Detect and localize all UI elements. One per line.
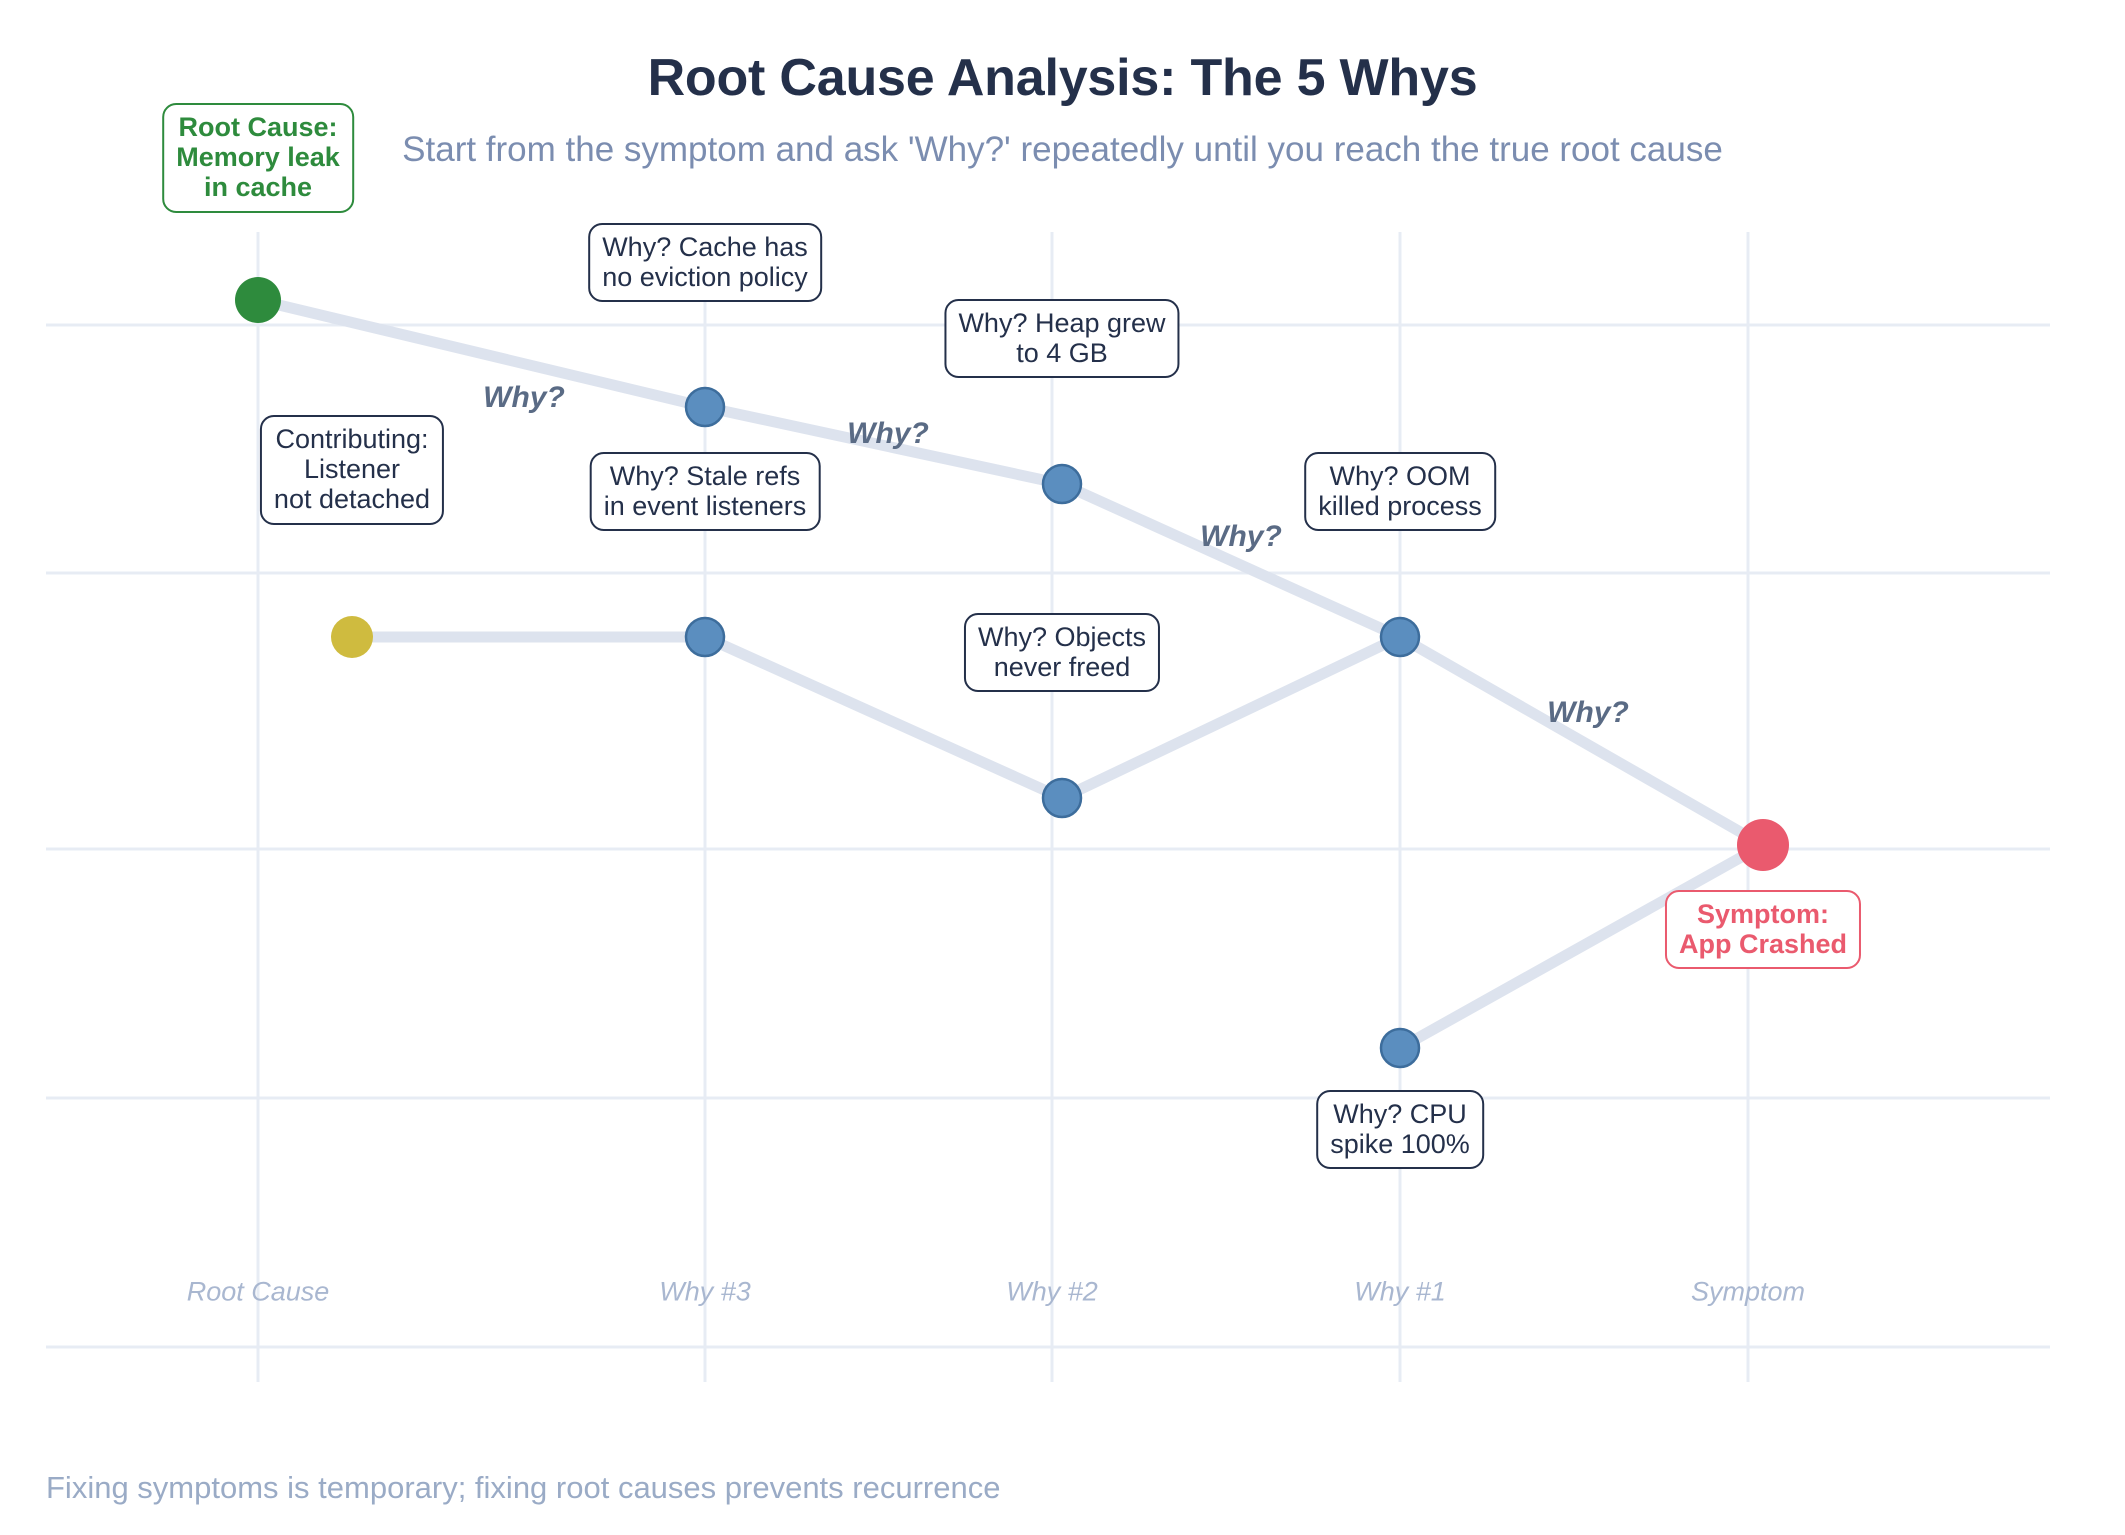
node-circle-contributing[interactable] (331, 616, 373, 658)
node-circles (235, 277, 1789, 1069)
x-axis-tick-symptom: Symptom (1690, 1276, 1806, 1307)
node-label-cpu-spike[interactable]: Why? CPU spike 100% (1316, 1090, 1484, 1170)
edge-oom-killed-to-symptom (1394, 631, 1769, 851)
node-label-root-cause[interactable]: Root Cause: Memory leak in cache (162, 103, 354, 213)
node-label-objects-freed[interactable]: Why? Objects never freed (963, 613, 1161, 693)
page-subtitle: Start from the symptom and ask 'Why?' re… (402, 130, 1723, 169)
node-circle-heap-grew[interactable] (1041, 463, 1083, 505)
edge-lines (252, 294, 1769, 1054)
node-circle-cpu-spike[interactable] (1379, 1027, 1421, 1069)
edge-label-root-cause-to-cache-eviction: Why? (483, 381, 565, 414)
node-circle-cache-eviction[interactable] (684, 386, 726, 428)
node-circle-root-cause[interactable] (235, 277, 281, 323)
edge-cache-eviction-to-heap-grew (699, 401, 1068, 490)
node-label-heap-grew[interactable]: Why? Heap grew to 4 GB (944, 299, 1180, 379)
x-axis-tick-root-cause: Root Cause (186, 1276, 330, 1307)
footer-note: Fixing symptoms is temporary; fixing roo… (46, 1470, 1001, 1505)
node-circle-symptom[interactable] (1737, 819, 1789, 871)
edge-label-oom-killed-to-symptom: Why? (1547, 696, 1629, 729)
x-axis-tick-why-2: Why #2 (1006, 1276, 1098, 1307)
node-circle-stale-refs[interactable] (684, 616, 726, 658)
x-axis-tick-why-1: Why #1 (1354, 1276, 1446, 1307)
node-label-cache-eviction[interactable]: Why? Cache has no eviction policy (588, 223, 822, 303)
edge-cpu-spike-to-symptom (1394, 839, 1769, 1054)
node-label-symptom[interactable]: Symptom: App Crashed (1664, 890, 1862, 970)
edge-root-cause-to-cache-eviction (252, 294, 711, 413)
node-label-stale-refs[interactable]: Why? Stale refs in event listeners (589, 452, 821, 532)
edge-label-cache-eviction-to-heap-grew: Why? (847, 417, 929, 450)
edge-objects-freed-to-oom-killed (1056, 631, 1406, 804)
x-axis-tick-why-3: Why #3 (659, 1276, 751, 1307)
edge-label-heap-grew-to-oom-killed: Why? (1200, 520, 1282, 553)
node-circle-objects-freed[interactable] (1041, 777, 1083, 819)
page-title: Root Cause Analysis: The 5 Whys (647, 49, 1478, 107)
node-label-oom-killed[interactable]: Why? OOM killed process (1304, 452, 1496, 532)
node-circle-oom-killed[interactable] (1379, 616, 1421, 658)
node-label-contributing[interactable]: Contributing: Listener not detached (259, 415, 445, 525)
edge-heap-grew-to-oom-killed (1056, 478, 1406, 643)
edge-stale-refs-to-objects-freed (699, 631, 1068, 804)
